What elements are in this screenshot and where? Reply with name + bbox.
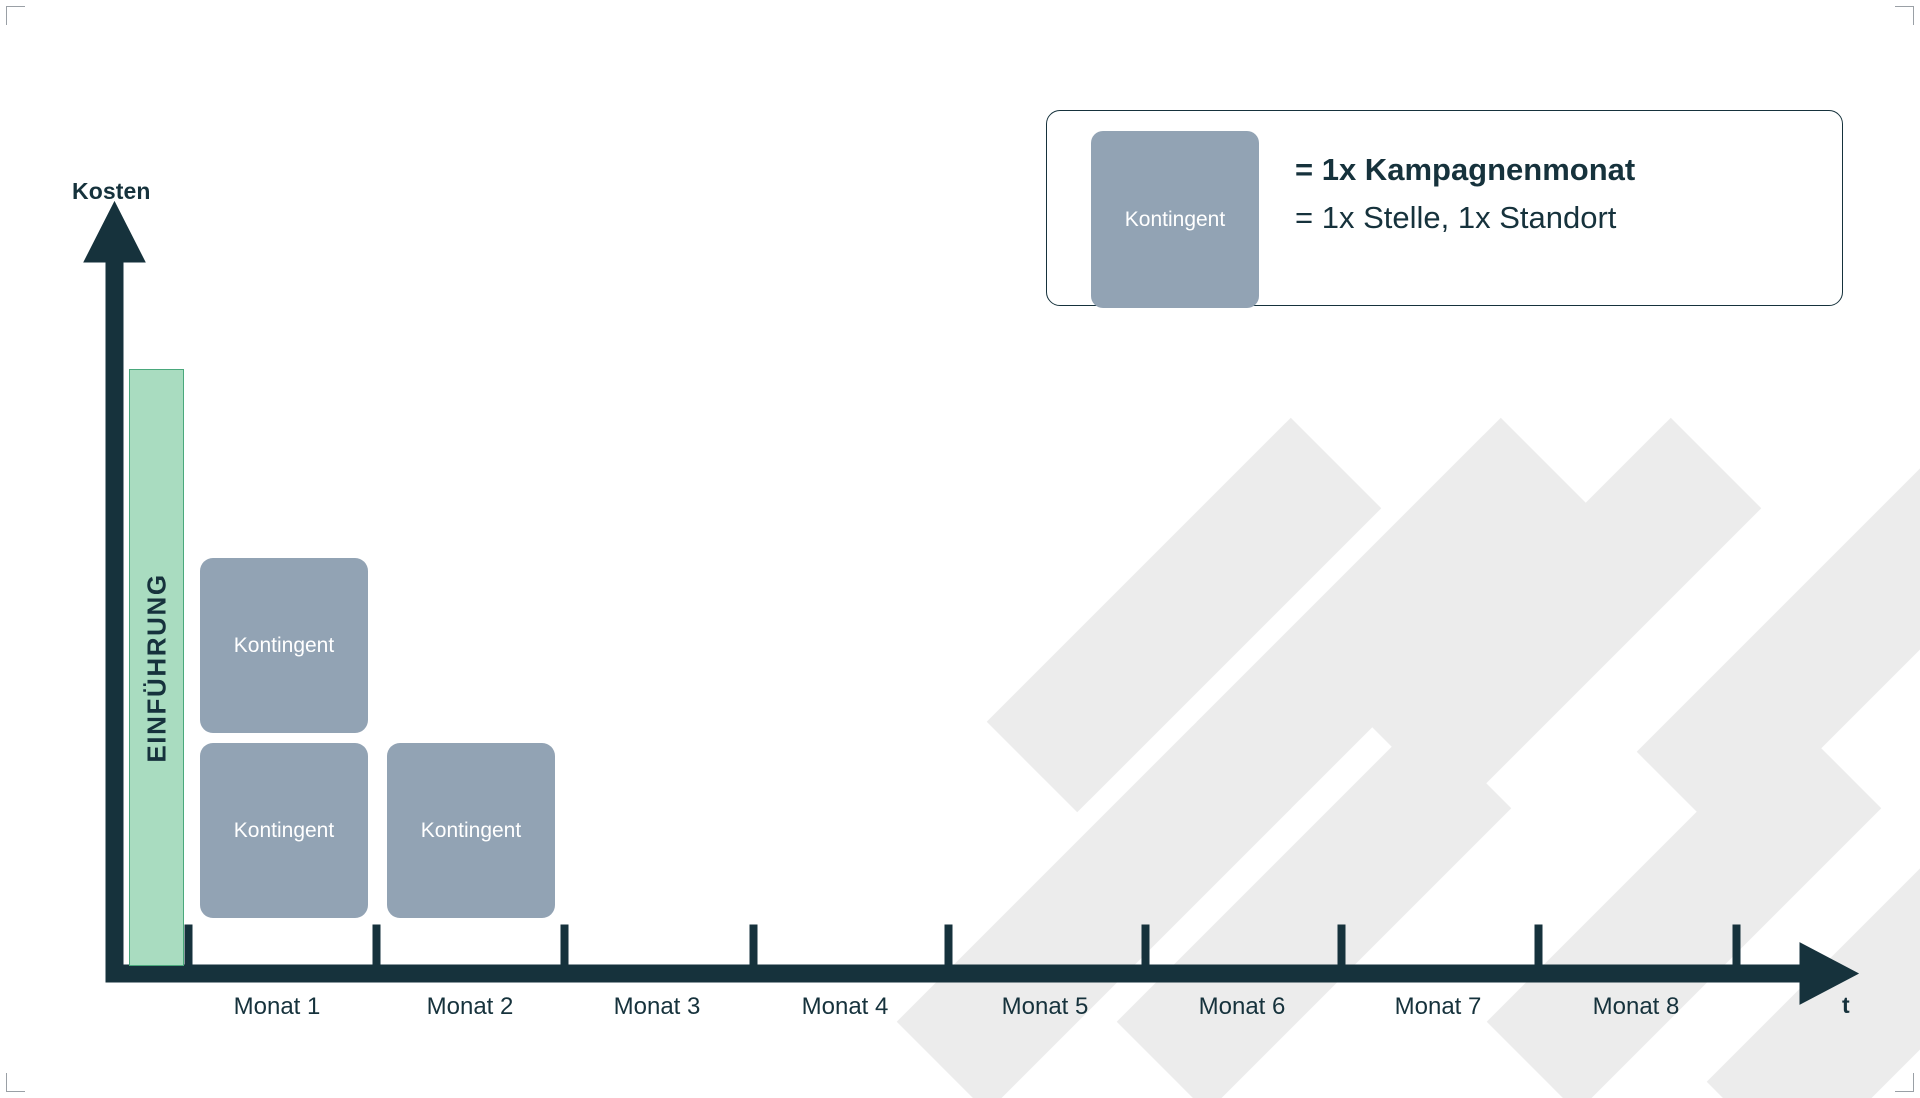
- legend-panel: Kontingent = 1x Kampagnenmonat = 1x Stel…: [1046, 110, 1843, 308]
- x-tick-label-monat-2: Monat 2: [426, 993, 514, 1020]
- kontingent-block[interactable]: Kontingent: [387, 743, 555, 918]
- x-tick-label-monat-4: Monat 4: [801, 993, 889, 1020]
- kontingent-block[interactable]: Kontingent: [200, 743, 368, 918]
- einfuehrung-label: EINFÜHRUNG: [141, 572, 171, 763]
- legend-swatch-kontingent: Kontingent: [1091, 131, 1259, 308]
- x-tick-label-monat-7: Monat 7: [1394, 993, 1482, 1020]
- x-tick-label-monat-5: Monat 5: [1001, 993, 1089, 1020]
- crop-mark-bottom-left: [6, 1073, 25, 1092]
- legend-line-secondary: = 1x Stelle, 1x Standort: [1295, 199, 1617, 235]
- kontingent-block[interactable]: Kontingent: [200, 558, 368, 733]
- legend-line-primary: = 1x Kampagnenmonat: [1295, 152, 1636, 187]
- crop-mark-top-left: [6, 6, 25, 25]
- legend-text-group: = 1x Kampagnenmonat = 1x Stelle, 1x Stan…: [1295, 151, 1815, 238]
- x-tick-label-monat-3: Monat 3: [613, 993, 701, 1020]
- x-axis-title: t: [1842, 992, 1850, 1018]
- einfuehrung-phase-bar: EINFÜHRUNG: [129, 369, 184, 966]
- crop-mark-bottom-right: [1895, 1073, 1914, 1092]
- y-axis-title: Kosten: [72, 178, 151, 204]
- crop-mark-top-right: [1895, 6, 1914, 25]
- x-tick-label-monat-6: Monat 6: [1198, 993, 1286, 1020]
- x-tick-label-monat-8: Monat 8: [1592, 993, 1680, 1020]
- x-tick-label-monat-1: Monat 1: [233, 993, 321, 1020]
